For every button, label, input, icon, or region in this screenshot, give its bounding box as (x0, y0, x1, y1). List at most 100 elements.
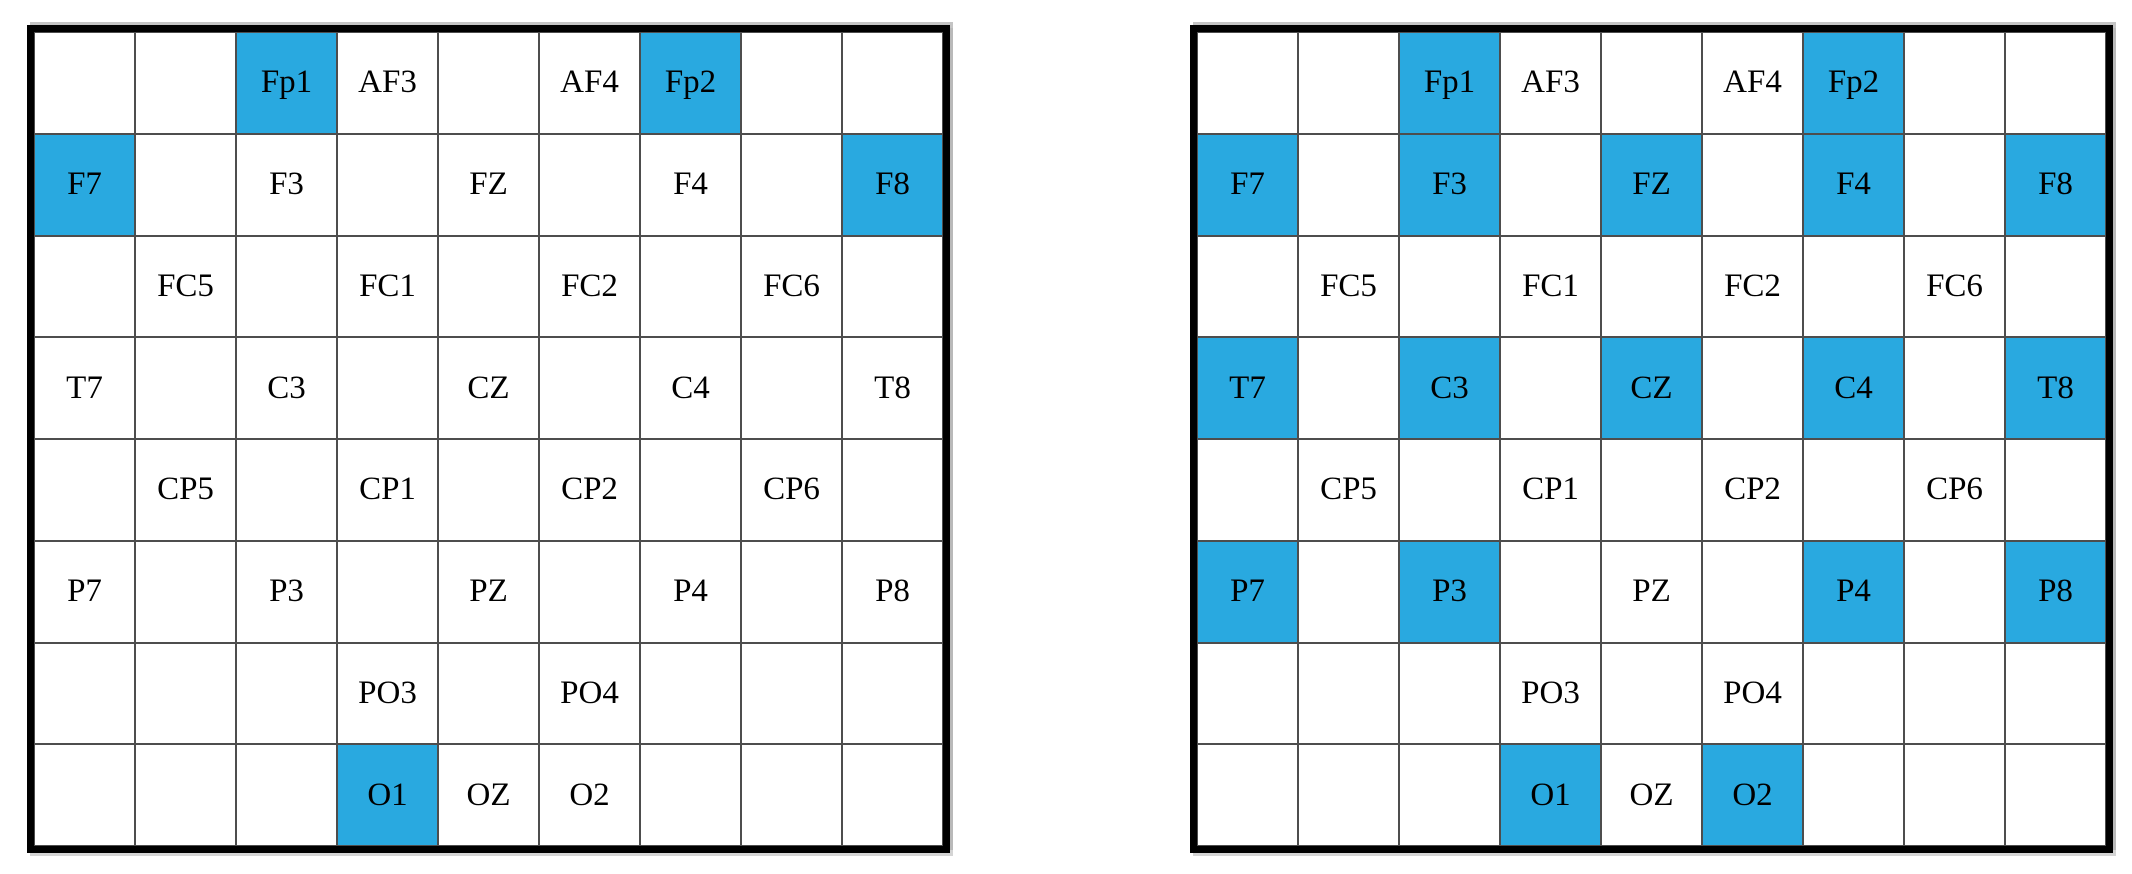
empty-cell (337, 540, 438, 643)
cell-p7: P7 (34, 540, 135, 643)
cell-o1: O1 (337, 744, 438, 846)
empty-cell (1197, 439, 1298, 541)
empty-cell (1601, 235, 1702, 338)
cell-p8: P8 (2005, 540, 2106, 643)
empty-cell (539, 540, 640, 643)
empty-cell (34, 744, 135, 846)
empty-cell (1500, 337, 1601, 439)
empty-cell (1904, 133, 2005, 236)
empty-cell (842, 744, 943, 846)
empty-cell (1904, 744, 2005, 846)
cell-af4: AF4 (539, 32, 640, 134)
cell-p3: P3 (1399, 540, 1500, 643)
cell-cp1: CP1 (337, 439, 438, 541)
empty-cell (438, 32, 539, 134)
cell-c3: C3 (236, 337, 337, 439)
empty-cell (539, 337, 640, 439)
empty-cell (1904, 540, 2005, 643)
cell-o1: O1 (1500, 744, 1601, 846)
cell-o2: O2 (1702, 744, 1803, 846)
empty-cell (1298, 32, 1399, 134)
cell-fp1: Fp1 (1399, 32, 1500, 134)
empty-cell (1197, 642, 1298, 745)
empty-cell (1601, 642, 1702, 745)
cell-fz: FZ (438, 133, 539, 236)
cell-fc1: FC1 (337, 235, 438, 338)
cell-oz: OZ (438, 744, 539, 846)
empty-cell (741, 337, 842, 439)
cell-fp1: Fp1 (236, 32, 337, 134)
empty-cell (135, 642, 236, 745)
cell-c4: C4 (1803, 337, 1904, 439)
cell-po3: PO3 (1500, 642, 1601, 745)
empty-cell (640, 439, 741, 541)
empty-cell (236, 744, 337, 846)
cell-cz: CZ (1601, 337, 1702, 439)
empty-cell (1601, 32, 1702, 134)
empty-cell (1803, 235, 1904, 338)
empty-cell (34, 235, 135, 338)
cell-f3: F3 (1399, 133, 1500, 236)
cell-fc2: FC2 (1702, 235, 1803, 338)
empty-cell (236, 235, 337, 338)
cell-p4: P4 (640, 540, 741, 643)
empty-cell (1904, 642, 2005, 745)
empty-cell (2005, 439, 2106, 541)
cell-fz: FZ (1601, 133, 1702, 236)
cell-cz: CZ (438, 337, 539, 439)
cell-p7: P7 (1197, 540, 1298, 643)
cell-cp2: CP2 (539, 439, 640, 541)
empty-cell (842, 642, 943, 745)
empty-cell (842, 235, 943, 338)
empty-cell (1601, 439, 1702, 541)
empty-cell (2005, 642, 2106, 745)
empty-cell (1399, 642, 1500, 745)
cell-f7: F7 (1197, 133, 1298, 236)
cell-p4: P4 (1803, 540, 1904, 643)
empty-cell (741, 744, 842, 846)
cell-af3: AF3 (1500, 32, 1601, 134)
empty-cell (1197, 32, 1298, 134)
empty-cell (236, 439, 337, 541)
cell-cp5: CP5 (135, 439, 236, 541)
cell-fc5: FC5 (135, 235, 236, 338)
empty-cell (236, 642, 337, 745)
cell-f3: F3 (236, 133, 337, 236)
empty-cell (438, 439, 539, 541)
empty-cell (1904, 32, 2005, 134)
cell-f8: F8 (2005, 133, 2106, 236)
empty-cell (1702, 337, 1803, 439)
empty-cell (1298, 744, 1399, 846)
cell-cp1: CP1 (1500, 439, 1601, 541)
cell-oz: OZ (1601, 744, 1702, 846)
empty-cell (2005, 32, 2106, 134)
cell-p8: P8 (842, 540, 943, 643)
empty-cell (337, 337, 438, 439)
empty-cell (34, 642, 135, 745)
cell-f4: F4 (1803, 133, 1904, 236)
cell-fp2: Fp2 (640, 32, 741, 134)
cell-af4: AF4 (1702, 32, 1803, 134)
empty-cell (842, 32, 943, 134)
empty-cell (1702, 133, 1803, 236)
cell-fc5: FC5 (1298, 235, 1399, 338)
empty-cell (135, 337, 236, 439)
empty-cell (1197, 744, 1298, 846)
cell-cp2: CP2 (1702, 439, 1803, 541)
cell-f8: F8 (842, 133, 943, 236)
cell-t7: T7 (1197, 337, 1298, 439)
empty-cell (34, 32, 135, 134)
empty-cell (135, 744, 236, 846)
empty-cell (1298, 540, 1399, 643)
cell-af3: AF3 (337, 32, 438, 134)
empty-cell (640, 235, 741, 338)
cell-po4: PO4 (1702, 642, 1803, 745)
empty-cell (539, 133, 640, 236)
cell-fp2: Fp2 (1803, 32, 1904, 134)
empty-cell (1399, 439, 1500, 541)
empty-cell (337, 133, 438, 236)
empty-cell (640, 744, 741, 846)
empty-cell (741, 32, 842, 134)
cell-pz: PZ (1601, 540, 1702, 643)
cell-fc6: FC6 (1904, 235, 2005, 338)
